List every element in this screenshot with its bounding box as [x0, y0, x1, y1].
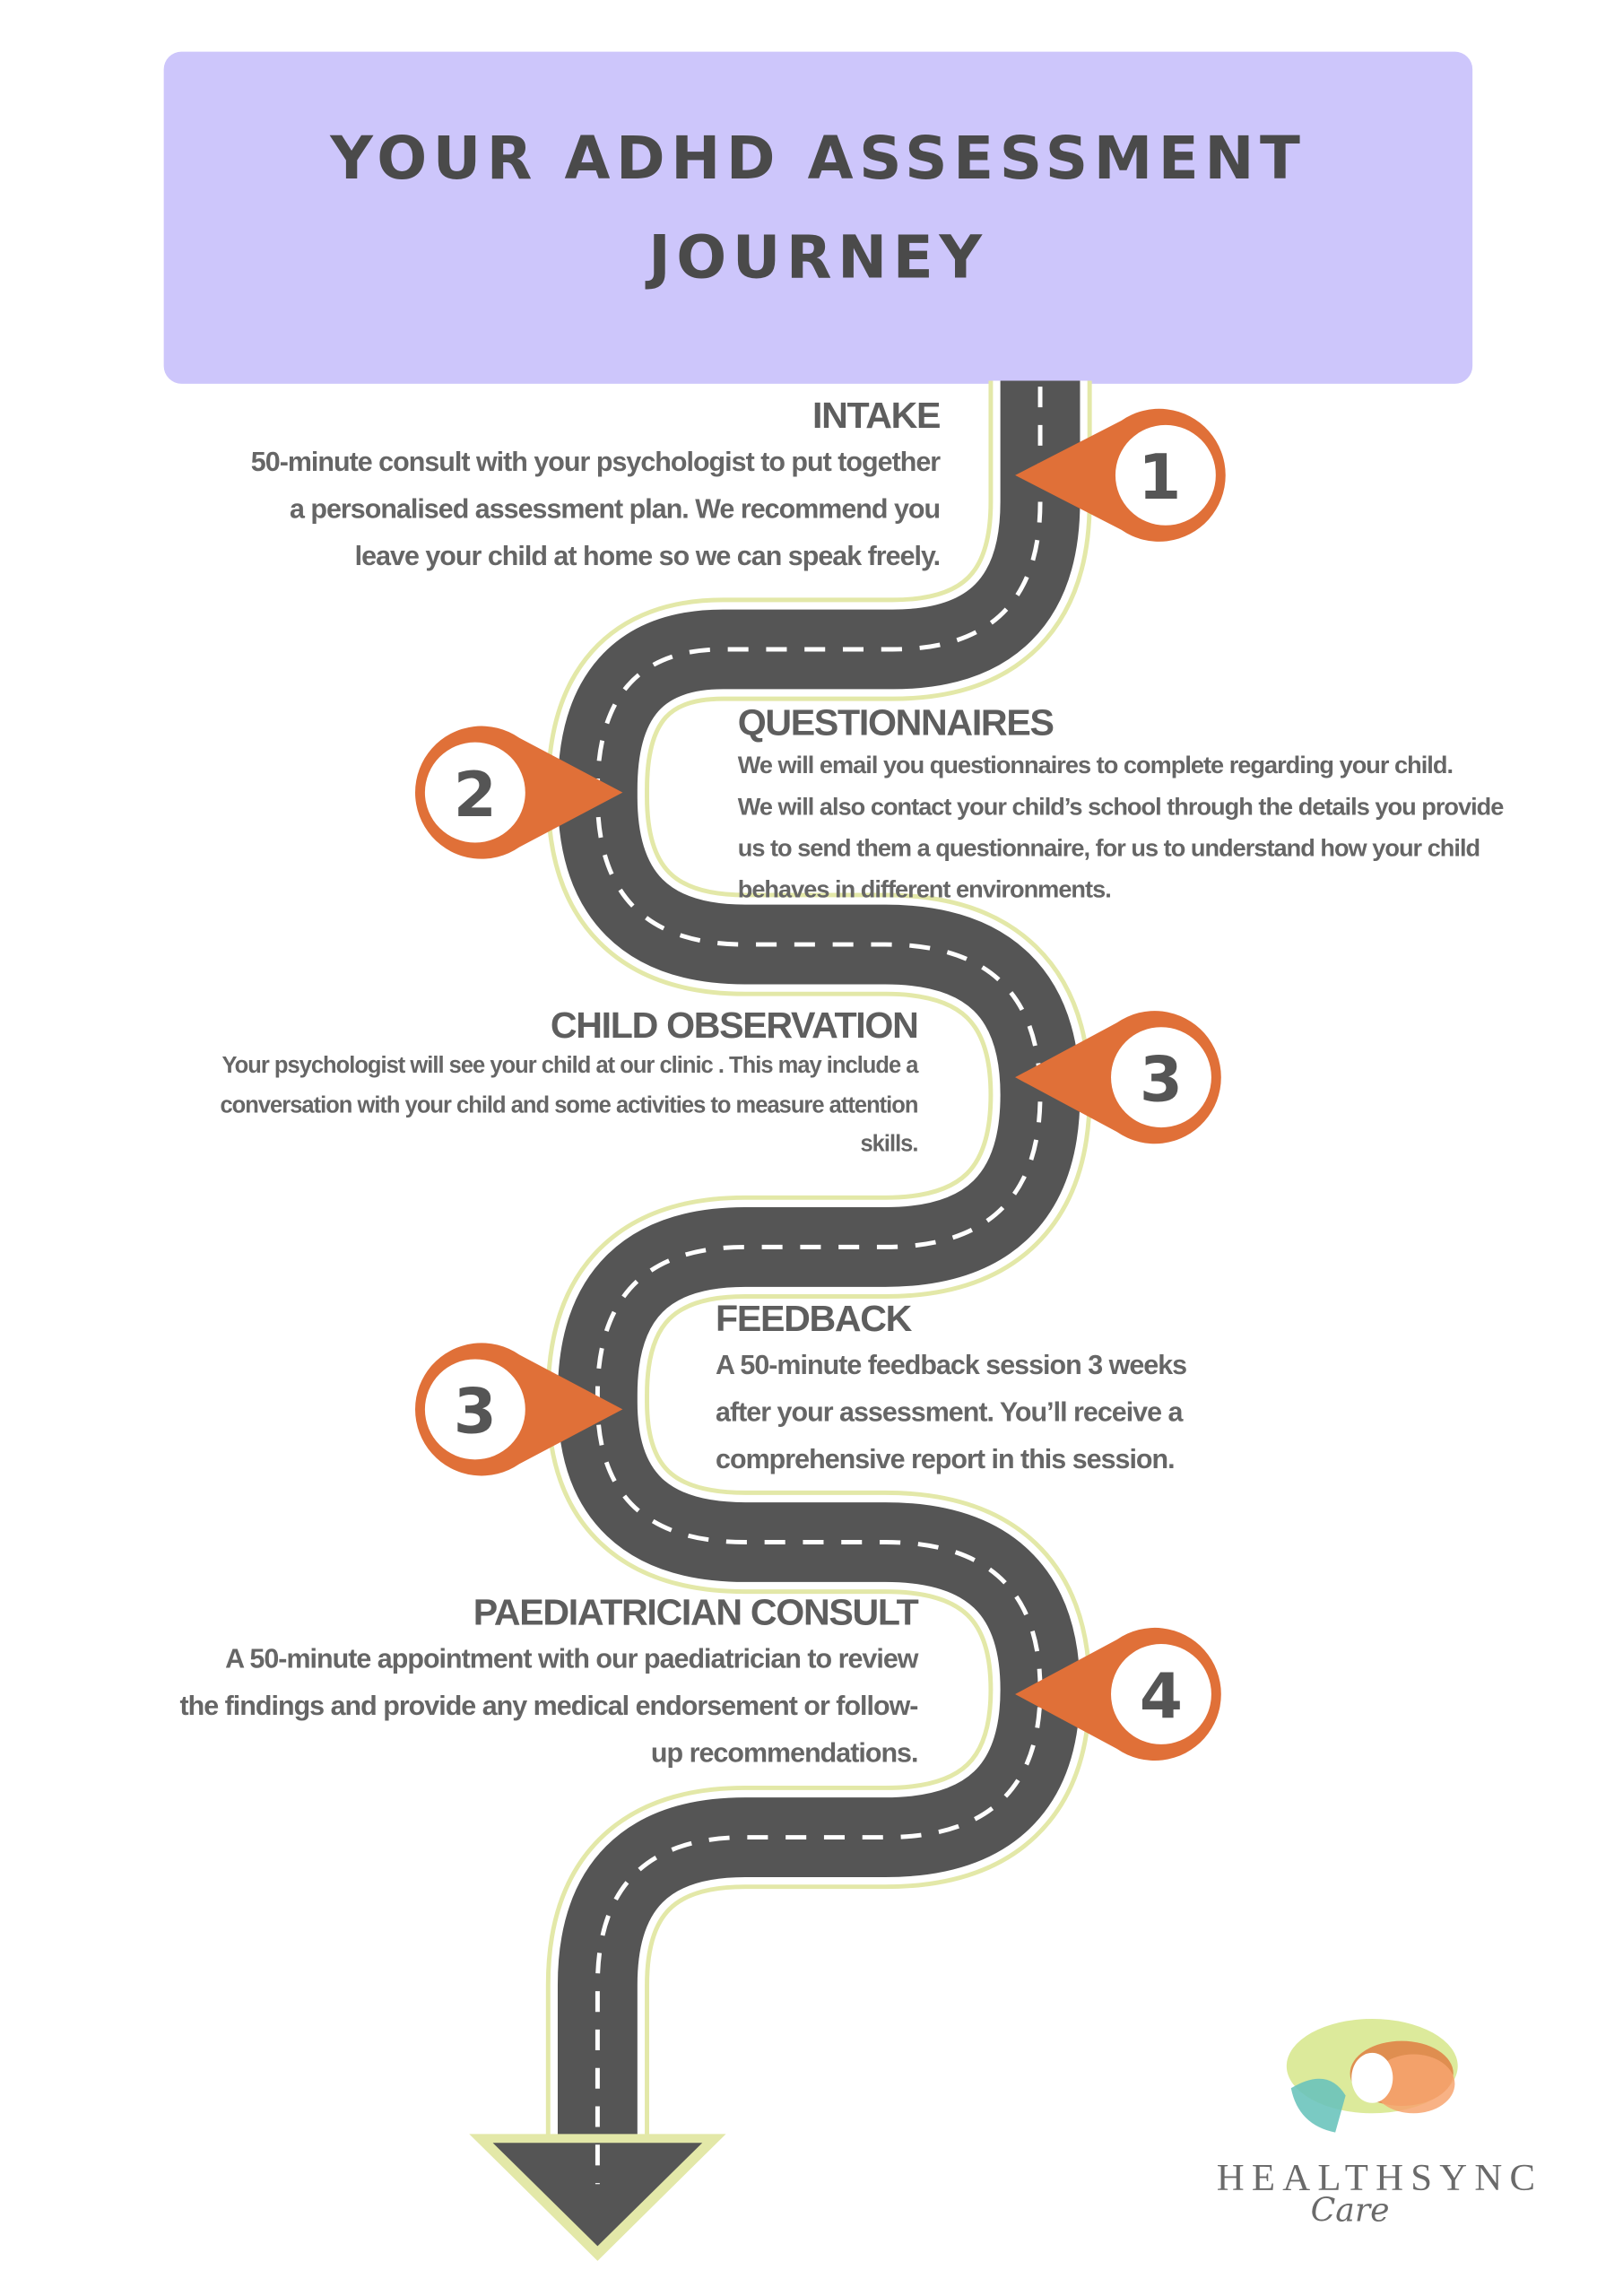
pin-step-1: 1	[1015, 408, 1226, 542]
title-line-1: YOUR ADHD ASSESSMENT	[330, 125, 1306, 194]
step-text: comprehensive report in this session.	[716, 1443, 1176, 1474]
step-text: skills.	[860, 1132, 918, 1158]
svg-text:2: 2	[454, 760, 497, 831]
step-title: INTAKE	[812, 395, 941, 438]
step-text: A 50-minute feedback session 3 weeks	[716, 1348, 1187, 1380]
title-banner: YOUR ADHD ASSESSMENT JOURNEY	[163, 51, 1473, 384]
step-title: PAEDIATRICIAN CONSULT	[473, 1592, 919, 1634]
road-arrowhead	[492, 2143, 703, 2247]
step-text: behaves in different environments.	[737, 876, 1112, 904]
step-title: CHILD OBSERVATION	[550, 1004, 919, 1047]
step-text: leave your child at home so we can speak…	[354, 540, 941, 571]
step-text: Your psychologist will see your child at…	[221, 1053, 919, 1079]
step-text: a personalised assessment plan. We recom…	[289, 492, 941, 525]
step-child-observation: CHILD OBSERVATION Your psychologist will…	[220, 1004, 919, 1166]
step-text: the findings and provide any medical end…	[179, 1690, 918, 1721]
step-title: FEEDBACK	[716, 1298, 912, 1341]
step-text: us to send them a questionnaire, for us …	[737, 835, 1480, 862]
pin-step-4: 3	[415, 1343, 623, 1476]
svg-text:1: 1	[1138, 442, 1181, 514]
pin-step-5: 4	[1015, 1627, 1221, 1761]
step-text: We will also contact your child’s school…	[737, 794, 1505, 821]
svg-text:3: 3	[1140, 1045, 1183, 1117]
step-text: conversation with your child and some ac…	[220, 1092, 918, 1118]
step-text: A 50-minute appointment with our paediat…	[225, 1642, 918, 1674]
svg-text:3: 3	[454, 1377, 497, 1448]
svg-text:4: 4	[1140, 1661, 1183, 1733]
step-feedback: FEEDBACK A 50-minute feedback session 3 …	[716, 1298, 1187, 1483]
healthsync-logo: HEALTHSYNC Care	[1217, 2018, 1542, 2229]
step-paediatrician-consult: PAEDIATRICIAN CONSULT A 50-minute appoin…	[179, 1592, 919, 1777]
svg-text:HEALTHSYNC: HEALTHSYNC	[1217, 2157, 1542, 2199]
step-text: after your assessment. You’ll receive a	[716, 1396, 1183, 1428]
step-text: up recommendations.	[650, 1736, 919, 1769]
step-text: 50-minute consult with your psychologist…	[250, 445, 941, 477]
road-dashes	[595, 387, 1043, 2185]
pin-step-2: 2	[415, 726, 623, 859]
step-title: QUESTIONNAIRES	[737, 702, 1055, 744]
title-line-2: JOURNEY	[648, 224, 988, 292]
step-intake: INTAKE 50-minute consult with your psych…	[250, 395, 942, 580]
pin-step-3: 3	[1015, 1011, 1221, 1144]
step-text: We will email you questionnaires to comp…	[737, 752, 1454, 779]
step-questionnaires: QUESTIONNAIRES We will email you questio…	[737, 702, 1505, 910]
svg-text:Care: Care	[1311, 2190, 1390, 2229]
